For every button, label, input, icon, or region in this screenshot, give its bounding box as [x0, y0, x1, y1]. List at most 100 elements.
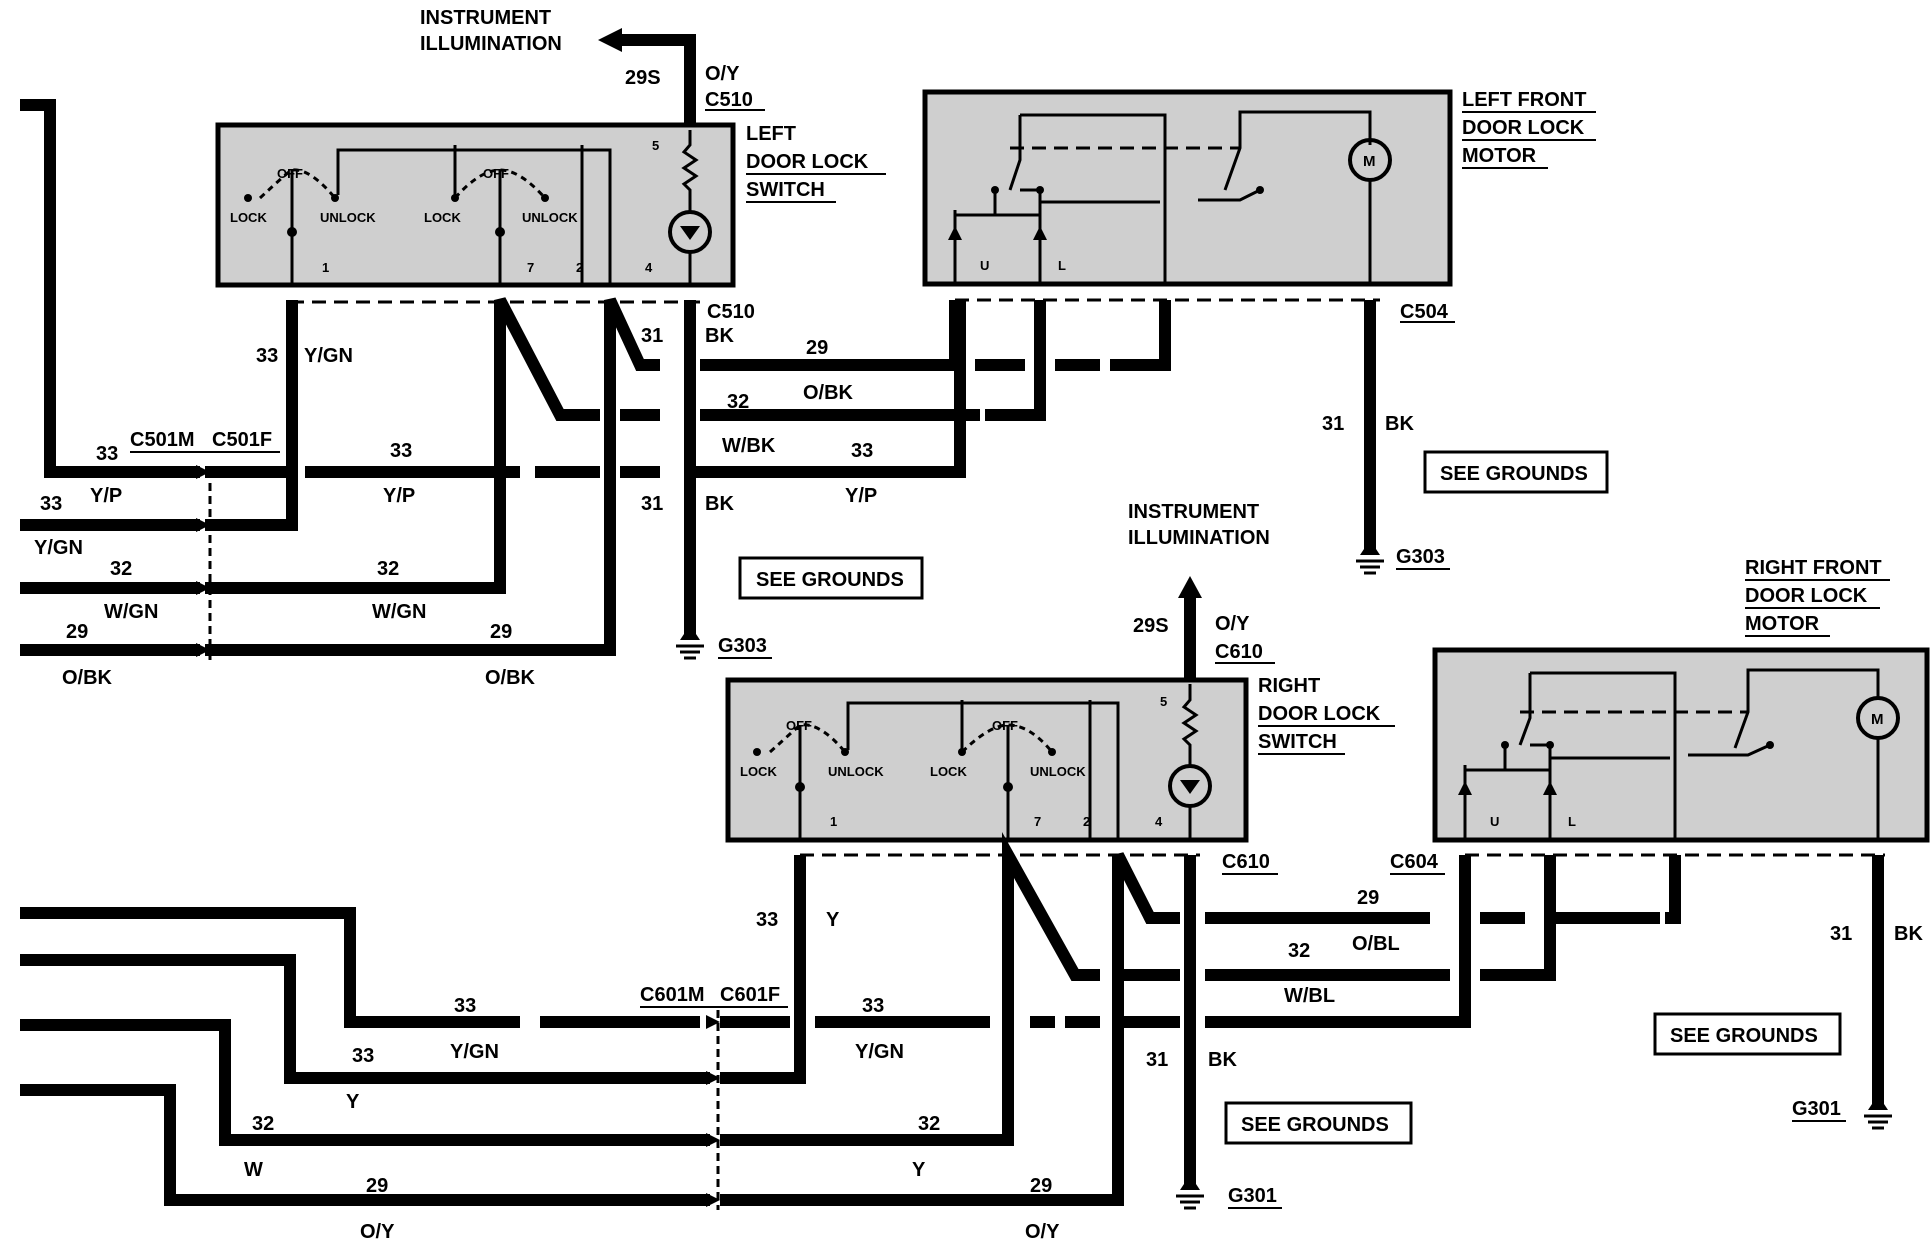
rlbl-33-ygn-mid-c: Y/GN [855, 1041, 904, 1063]
left-off-a: OFF [277, 166, 303, 181]
lbl-mid-29-c: O/BK [485, 667, 536, 689]
rlbl-31-bk-c: BK [1208, 1049, 1237, 1071]
left-motor-see-grounds: SEE GROUNDS [1440, 463, 1588, 485]
left-unlock-b: UNLOCK [522, 210, 578, 225]
rlbl-32-y-mid-c: Y [912, 1159, 926, 1181]
left-switch-title-3: SWITCH [746, 179, 825, 201]
right-switch-body [725, 677, 1249, 843]
rlbl-32-wbl-n: 32 [1288, 940, 1310, 962]
right-illum-arrow-icon [1178, 576, 1202, 598]
right-unlock-a: UNLOCK [828, 764, 884, 779]
left-switch-title-2: DOOR LOCK [746, 151, 869, 173]
rlbl-33-ygn-left-c: Y/GN [450, 1041, 499, 1063]
right-illum-line2: ILLUMINATION [1128, 527, 1270, 549]
rlbl-32-w-left-n: 32 [252, 1113, 274, 1135]
left-see-grounds: SEE GROUNDS [756, 569, 904, 591]
lbl-29-obk-n: 29 [806, 337, 828, 359]
right-door-lock-switch: OFF LOCK UNLOCK OFF LOCK UNLOCK 1 7 2 4 … [725, 675, 1395, 843]
lbl-33-yp-left-c: Y/P [90, 485, 122, 507]
rlbl-32-y-mid-n: 32 [918, 1113, 940, 1135]
right-c604: C604 [1390, 851, 1439, 873]
lbl-33-yp-mid-n: 33 [390, 440, 412, 462]
rlbl-29-oy-left-c: O/Y [360, 1221, 395, 1243]
left-switch-title-1: LEFT [746, 123, 796, 145]
left-illum-line1: INSTRUMENT [420, 7, 551, 29]
lbl-in-29-c: O/BK [62, 667, 113, 689]
left-pin1: 1 [322, 260, 329, 275]
right-pin4: 4 [1155, 814, 1163, 829]
rlbl-29-oy-mid-n: 29 [1030, 1175, 1052, 1197]
lbl-33-yp-mid-c: Y/P [383, 485, 415, 507]
lbl-in-32-n: 32 [110, 558, 132, 580]
rlbl-c601f: C601F [720, 984, 780, 1006]
left-illum-line2: ILLUMINATION [420, 33, 562, 55]
right-switch-title-3: SWITCH [1258, 731, 1337, 753]
lbl-motor-31-c: BK [1385, 413, 1414, 435]
rlbl-29-obl-c: O/BL [1352, 933, 1400, 955]
right-illum-line1: INSTRUMENT [1128, 501, 1259, 523]
right-off-b: OFF [992, 718, 1018, 733]
left-motor-m: M [1363, 153, 1376, 170]
left-29s: 29S [625, 67, 661, 89]
right-unlock-b: UNLOCK [1030, 764, 1086, 779]
right-wiring [20, 831, 1892, 1210]
right-c610-top: C610 [1215, 641, 1263, 663]
left-switch-body [215, 122, 736, 288]
right-motor-title-2: DOOR LOCK [1745, 585, 1868, 607]
rlbl-33-y-c: Y [826, 909, 840, 931]
lbl-in-29-n: 29 [66, 621, 88, 643]
lbl-in-32-c: W/GN [104, 601, 158, 623]
left-motor-g303: G303 [1396, 546, 1445, 568]
lbl-33-yp-right-c: Y/P [845, 485, 877, 507]
lbl-mid-29-n: 29 [490, 621, 512, 643]
lbl-in-33-c: Y/GN [34, 537, 83, 559]
lbl-32-wbk-c: W/BK [722, 435, 776, 457]
rlbl-33-y-left-c: Y [346, 1091, 360, 1113]
left-pin5: 5 [652, 138, 659, 153]
right-motor-title-3: MOTOR [1745, 613, 1820, 635]
right-c610-bottom: C610 [1222, 851, 1270, 873]
right-lock-b: LOCK [930, 764, 967, 779]
right-motor-l: L [1568, 814, 1576, 829]
left-motor-title-1: LEFT FRONT [1462, 89, 1586, 111]
left-c510-bottom: C510 [707, 301, 755, 323]
rlbl-motor-31-n: 31 [1830, 923, 1852, 945]
rlbl-32-w-left-c: W [244, 1159, 263, 1181]
right-front-door-lock-motor: M U L RIGHT FRONT DOOR LOCK MOTOR [1432, 557, 1930, 843]
rlbl-33-y-n: 33 [756, 909, 778, 931]
right-motor-u: U [1490, 814, 1499, 829]
right-pin5: 5 [1160, 694, 1167, 709]
left-lock-b: LOCK [424, 210, 461, 225]
right-pin1: 1 [830, 814, 837, 829]
lbl-in-33-n: 33 [40, 493, 62, 515]
right-instrument-illumination: INSTRUMENT ILLUMINATION 29S O/Y C610 [1128, 501, 1275, 680]
left-motor-l: L [1058, 258, 1066, 273]
lbl-31-bk-low-c: BK [705, 493, 734, 515]
right-motor-m: M [1871, 711, 1884, 728]
left-illum-arrow-icon [598, 28, 622, 52]
right-see-grounds: SEE GROUNDS [1241, 1114, 1389, 1136]
right-motor-title-1: RIGHT FRONT [1745, 557, 1882, 579]
right-motor-body [1432, 647, 1930, 843]
right-pin7: 7 [1034, 814, 1041, 829]
left-c504: C504 [1400, 301, 1449, 323]
lbl-33-ygn-c: Y/GN [304, 345, 353, 367]
left-pin2: 2 [576, 260, 583, 275]
rlbl-33-y-left-n: 33 [352, 1045, 374, 1067]
right-motor-see-grounds: SEE GROUNDS [1670, 1025, 1818, 1047]
lbl-31-bk-top-n: 31 [641, 325, 663, 347]
left-lock-a: LOCK [230, 210, 267, 225]
right-g301: G301 [1228, 1185, 1277, 1207]
rlbl-29-oy-mid-c: O/Y [1025, 1221, 1060, 1243]
right-off-a: OFF [786, 718, 812, 733]
right-pin2: 2 [1083, 814, 1090, 829]
right-lock-a: LOCK [740, 764, 777, 779]
lbl-motor-31-n: 31 [1322, 413, 1344, 435]
rlbl-29-oy-left-n: 29 [366, 1175, 388, 1197]
rlbl-motor-31-c: BK [1894, 923, 1923, 945]
left-g303: G303 [718, 635, 767, 657]
lbl-c501f: C501F [212, 429, 272, 451]
rlbl-29-obl-n: 29 [1357, 887, 1379, 909]
left-motor-title-2: DOOR LOCK [1462, 117, 1585, 139]
